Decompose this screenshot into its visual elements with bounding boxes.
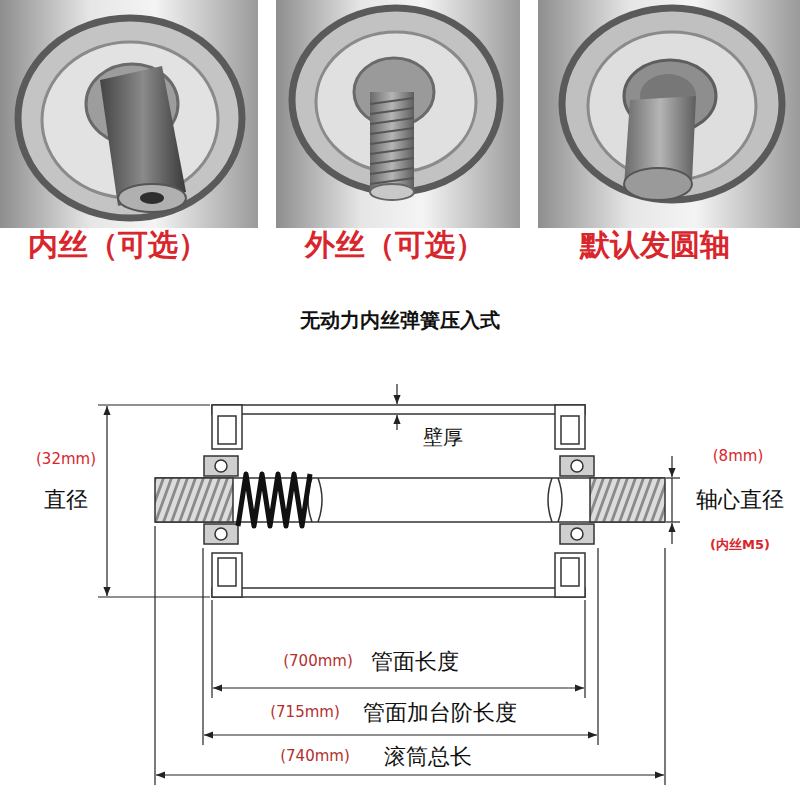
diagram-title: 无动力内丝弹簧压入式	[298, 309, 502, 332]
dimension-name: 管面长度	[369, 649, 461, 674]
dimension-name: 壁厚	[421, 426, 465, 449]
option-caption: 默认发圆轴	[578, 228, 732, 263]
dimension-value: (700mm)	[281, 653, 355, 670]
dimension-name: 滚筒总长	[382, 744, 474, 769]
thread-spec: (内丝M5)	[708, 538, 772, 553]
dimension-name: 轴心直径	[694, 487, 786, 512]
dimension-value: (32mm)	[34, 451, 98, 468]
option-caption: 内丝（可选）	[26, 228, 210, 263]
option-caption: 外丝（可选）	[303, 228, 487, 263]
dimension-value: (715mm)	[268, 704, 342, 721]
dimension-name: 直径	[42, 487, 90, 512]
dimension-value: (8mm)	[711, 448, 765, 465]
dimension-value: (740mm)	[278, 748, 352, 765]
dimension-name: 管面加台阶长度	[361, 700, 519, 725]
